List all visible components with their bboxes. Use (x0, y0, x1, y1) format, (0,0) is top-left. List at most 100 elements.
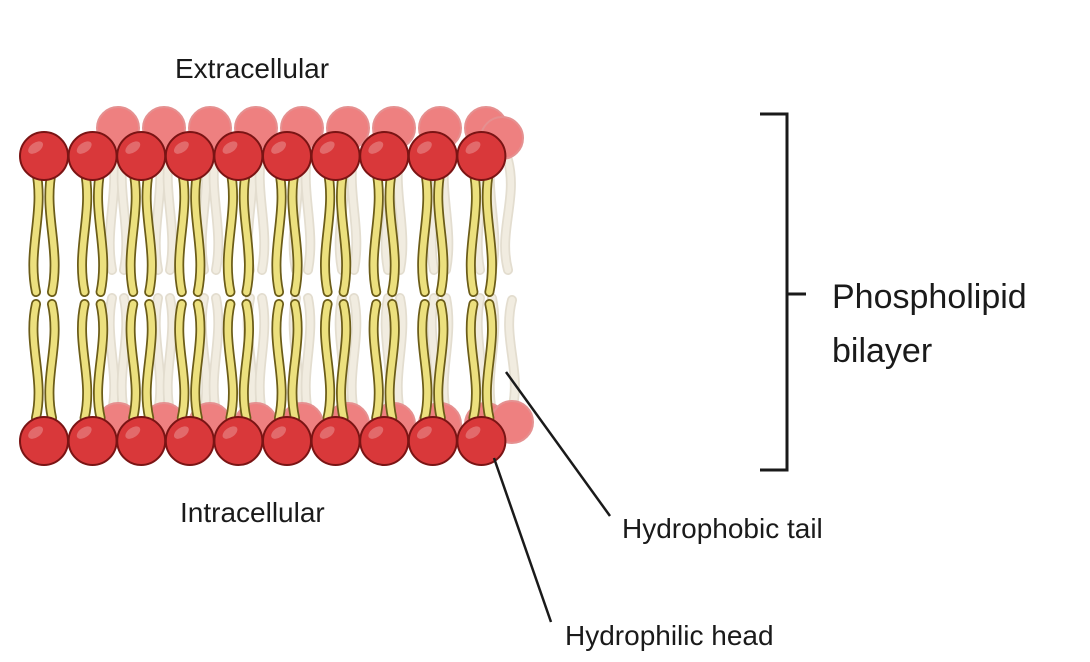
hydrophilic-head (67, 131, 118, 181)
back-tail (210, 294, 222, 416)
head-highlight (319, 141, 335, 154)
back-tail (394, 294, 406, 416)
tail (46, 166, 58, 296)
back-tail (505, 296, 519, 414)
hydrophilic-head (310, 131, 361, 181)
tail (240, 300, 253, 422)
hydrophilic-head (310, 416, 361, 466)
tail (370, 166, 382, 296)
tail (321, 300, 334, 422)
back-tail (501, 156, 515, 274)
hydrophilic-head (213, 416, 264, 466)
bilayer-label-line1: Phospholipid (832, 278, 1027, 316)
tail (224, 166, 237, 296)
tail (418, 300, 431, 422)
hydrophilic-head (359, 416, 410, 466)
head-highlight (125, 426, 141, 439)
bilayer-label-line2: bilayer (832, 332, 932, 370)
back-tail (302, 294, 314, 416)
intracellular-label: Intracellular (180, 497, 325, 528)
tail (370, 300, 383, 422)
tail (78, 166, 91, 296)
hydrophilic-head (164, 416, 215, 466)
tail (289, 166, 301, 296)
extracellular-label: Extracellular (175, 53, 329, 84)
tail (337, 300, 350, 422)
head-pointer-line (492, 457, 553, 623)
hydrophobic-tail-label: Hydrophobic tail (622, 513, 823, 544)
tail (94, 166, 107, 296)
head-highlight (28, 141, 44, 154)
head-highlight (319, 426, 335, 439)
head-highlight (416, 426, 432, 439)
tail (176, 166, 188, 296)
tail (483, 166, 496, 296)
hydrophilic-head (407, 131, 458, 181)
hydrophilic-head (262, 131, 312, 181)
hydrophilic-head (359, 131, 410, 181)
tail (191, 300, 204, 422)
hydrophilic-head (164, 131, 215, 181)
tail (240, 166, 253, 296)
back-tail (348, 294, 360, 416)
tail (30, 166, 42, 296)
hydrophilic-head (456, 416, 507, 466)
tail (143, 166, 155, 296)
hydrophilic-head (67, 416, 118, 466)
tail (143, 300, 156, 422)
head-highlight (465, 426, 481, 439)
head-highlight (271, 426, 287, 439)
head-highlight (368, 141, 384, 154)
head-highlight (76, 426, 92, 439)
tail (46, 300, 58, 422)
head-highlight (125, 141, 141, 154)
tail (467, 300, 480, 422)
tail (337, 166, 350, 296)
tail (419, 166, 431, 296)
hydrophilic-head (407, 416, 458, 466)
tail (483, 300, 496, 422)
back-tail (210, 146, 222, 274)
head-highlight (222, 426, 238, 439)
back-tail (106, 294, 118, 416)
back-tail (164, 294, 176, 416)
back-tail (474, 294, 486, 416)
tail (273, 166, 285, 296)
tail (175, 300, 188, 422)
tail (386, 166, 398, 296)
hydrophilic-head (262, 416, 312, 466)
back-tail (152, 294, 164, 416)
tail (127, 300, 140, 422)
head-highlight (28, 426, 44, 439)
head-highlight (76, 141, 92, 154)
hydrophilic-head (19, 416, 69, 466)
tail (467, 166, 480, 296)
tail (78, 300, 91, 422)
hydrophilic-head (116, 131, 167, 181)
head-highlight (173, 426, 189, 439)
tail (273, 300, 285, 422)
tail (435, 166, 447, 296)
tail (127, 166, 139, 296)
tail (321, 166, 334, 296)
tail (94, 300, 107, 422)
tail (434, 300, 447, 422)
head-highlight (271, 141, 287, 154)
tail (30, 300, 42, 422)
hydrophilic-head (456, 131, 507, 181)
head-highlight (222, 141, 238, 154)
tail (224, 300, 237, 422)
hydrophilic-head-label: Hydrophilic head (565, 620, 774, 651)
bilayer-bracket (760, 112, 806, 472)
tail (289, 300, 301, 422)
tail (192, 166, 204, 296)
tail-pointer-line (504, 371, 612, 517)
membrane-front-layer (19, 131, 507, 466)
head-highlight (416, 141, 432, 154)
tail (386, 300, 399, 422)
hydrophilic-head (213, 131, 264, 181)
back-tail (118, 294, 130, 416)
back-tail (256, 294, 268, 416)
hydrophilic-head (19, 131, 69, 181)
